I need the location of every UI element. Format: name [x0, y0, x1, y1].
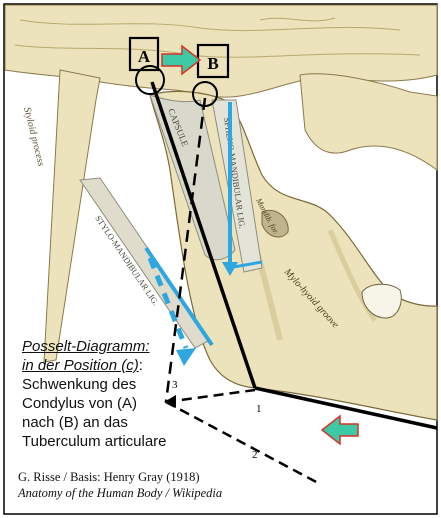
box-b-label: B — [207, 54, 218, 73]
caption-position-colon: : — [139, 357, 143, 374]
box-a-label: A — [138, 47, 151, 66]
angle-label-2: 2 — [252, 449, 258, 461]
caption-line-6: Tuberculum articulare — [22, 433, 167, 451]
caption-position: in der Position (c) — [22, 357, 139, 374]
credit-author: G. Risse / Basis: Henry Gray (1918) — [18, 470, 200, 485]
caption-line-3: Schwenkung des — [22, 376, 136, 394]
caption-line-4: Condylus von (A) — [22, 395, 137, 413]
credit-source: Anatomy of the Human Body / Wikipedia — [18, 486, 222, 501]
caption-line-5: nach (B) an das — [22, 414, 128, 432]
angle-label-3: 3 — [172, 379, 178, 391]
caption-line-1: Posselt-Diagramm: — [22, 338, 150, 356]
caption-line-2: in der Position (c): — [22, 357, 143, 375]
caption-title: Posselt-Diagramm — [22, 338, 145, 355]
caption-title-colon: : — [145, 338, 149, 355]
angle-label-1: 1 — [256, 403, 262, 415]
